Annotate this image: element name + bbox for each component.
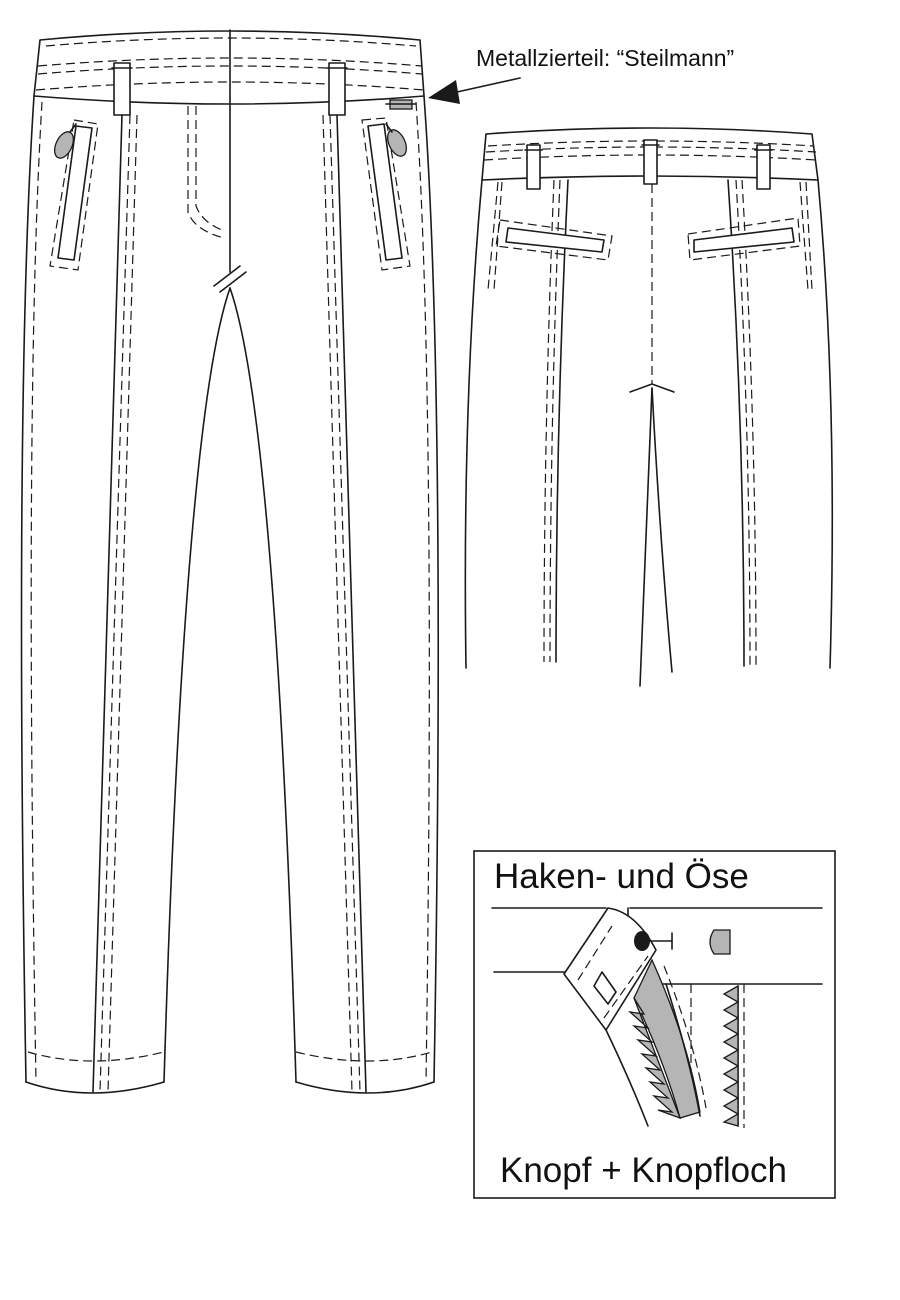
front-inner-leg-left [163, 287, 231, 1083]
detail-title: Haken- und Öse [494, 857, 749, 896]
front-inner-leg-right [229, 287, 297, 1083]
fly-topstitch [187, 106, 225, 239]
back-pocket-welt-right [687, 217, 801, 261]
front-right-side-seam [423, 95, 440, 1083]
front-view-trousers [20, 29, 440, 1094]
back-inner-leg-left [639, 387, 653, 687]
front-zip-pocket-right [361, 117, 411, 271]
back-view-trousers [464, 127, 834, 687]
front-hem-left [25, 1081, 165, 1094]
back-left-side-seam [464, 179, 483, 669]
back-right-side-seam [817, 179, 834, 669]
zip-teeth-right [722, 984, 740, 1127]
detail-caption: Knopf + Knopfloch [500, 1151, 787, 1190]
back-belt-loop-right [756, 144, 771, 190]
front-left-side-seam [20, 95, 35, 1083]
callout-leader-line [447, 77, 521, 95]
waistband-extension [563, 907, 657, 1031]
front-belt-loop-right [328, 62, 346, 116]
front-panel-seam-right [336, 114, 367, 1093]
zip-teeth-left [627, 997, 682, 1120]
zip-tape-left [633, 958, 701, 1119]
front-belt-loop-left [113, 62, 131, 116]
back-belt-loop-left [526, 144, 541, 190]
back-pocket-welt-left [495, 219, 613, 261]
back-inner-leg-right [651, 387, 673, 673]
front-panel-seam-left [92, 114, 123, 1093]
back-belt-loop-center [643, 139, 658, 185]
hook [634, 931, 650, 951]
callout-arrowhead [428, 80, 460, 104]
callout-label: Metallzierteil: “Steilmann” [476, 45, 734, 71]
buttonhole [593, 971, 617, 1005]
callout: Metallzierteil: “Steilmann” [428, 45, 734, 104]
front-zip-pocket-left [49, 119, 99, 271]
eye [709, 929, 731, 955]
front-hem-right [295, 1081, 435, 1094]
detail-box: Haken- und Öse Knopf + Knopfloch [473, 850, 836, 1199]
